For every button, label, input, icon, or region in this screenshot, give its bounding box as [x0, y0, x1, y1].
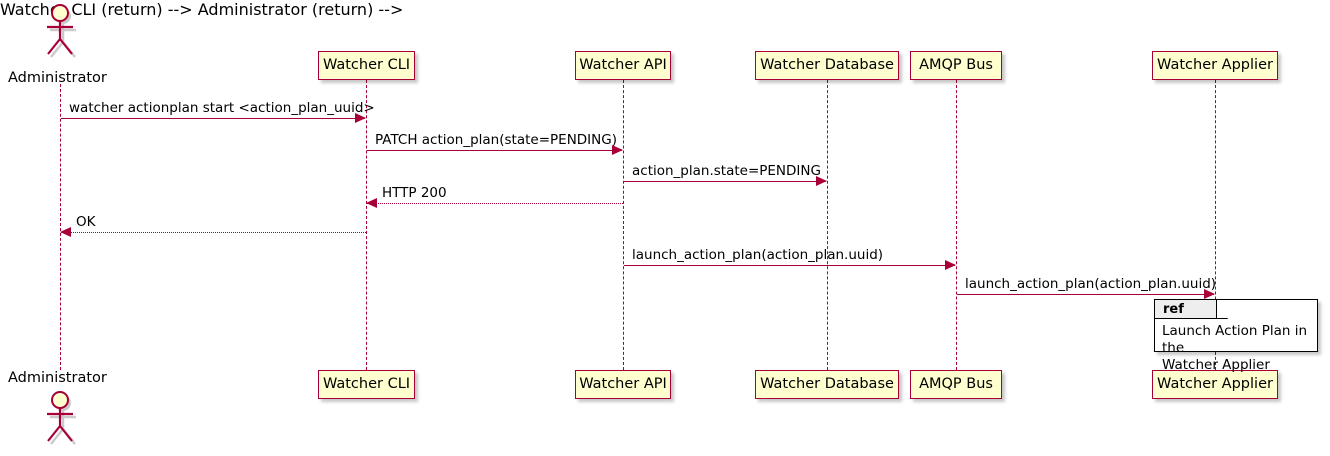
message-action-plan-state-pending[interactable]: action_plan.state=PENDING [624, 164, 827, 186]
participant-label-watcher-applier-top: Watcher Applier [1157, 57, 1273, 74]
lifeline-watcher-applier [1215, 80, 1216, 370]
arrowhead-right-icon [945, 260, 956, 270]
lifeline-amqp-bus [956, 80, 957, 370]
message-line [61, 232, 366, 233]
actor-administrator-top[interactable] [37, 3, 85, 59]
participant-box-amqp-bus-bottom[interactable]: AMQP Bus [910, 370, 1002, 399]
participant-box-watcher-api-bottom[interactable]: Watcher API [575, 370, 671, 399]
ref-fragment-tab: ref [1155, 300, 1217, 319]
participant-label-watcher-cli-bottom: Watcher CLI [322, 376, 411, 393]
participant-box-watcher-applier-top[interactable]: Watcher Applier [1152, 51, 1278, 80]
participant-box-amqp-bus-top[interactable]: AMQP Bus [910, 51, 1002, 80]
message-line [624, 265, 955, 266]
message-label: action_plan.state=PENDING [632, 162, 821, 179]
message-label: OK [76, 213, 96, 230]
message-ok[interactable]: OK [60, 215, 366, 237]
message-label: launch_action_plan(action_plan.uuid) [965, 275, 1217, 292]
lifeline-watcher-cli [366, 80, 367, 370]
participant-label-administrator-bottom: Administrator [8, 370, 107, 386]
participant-label-watcher-api-bottom: Watcher API [579, 376, 667, 393]
participant-label-amqp-bus-bottom: AMQP Bus [919, 376, 993, 393]
arrowhead-right-icon [612, 145, 623, 155]
ref-fragment-tab-label: ref [1163, 301, 1184, 317]
participant-box-watcher-api-top[interactable]: Watcher API [575, 51, 671, 80]
message-patch-action-plan[interactable]: PATCH action_plan(state=PENDING) [367, 133, 623, 155]
arrowhead-left-icon [366, 198, 377, 208]
message-launch-action-plan-to-bus[interactable]: launch_action_plan(action_plan.uuid) [624, 248, 956, 270]
message-label: HTTP 200 [382, 184, 447, 201]
participant-label-administrator-top: Administrator [8, 70, 107, 86]
ref-fragment-box[interactable]: ref Launch Action Plan in the Watcher Ap… [1154, 299, 1318, 373]
participant-label-watcher-database-bottom: Watcher Database [760, 376, 894, 393]
participant-label-watcher-cli-top: Watcher CLI [322, 57, 411, 74]
participant-box-watcher-database-bottom[interactable]: Watcher Database [755, 370, 899, 399]
message-label: watcher actionplan start <action_plan_uu… [69, 99, 375, 116]
message-watcher-actionplan-start[interactable]: watcher actionplan start <action_plan_uu… [61, 101, 375, 123]
ref-fragment-body-text: Launch Action Plan in the Watcher Applie… [1162, 323, 1308, 373]
actor-administrator-bottom[interactable] [37, 390, 85, 446]
participant-label-watcher-api-top: Watcher API [579, 57, 667, 74]
message-line [624, 181, 826, 182]
actor-stick-figure-icon [47, 391, 76, 445]
message-line [367, 203, 623, 204]
participant-box-watcher-applier-bottom[interactable]: Watcher Applier [1152, 370, 1278, 399]
arrowhead-left-icon [60, 227, 71, 237]
lifeline-watcher-database [827, 80, 828, 370]
participant-label-amqp-bus-top: AMQP Bus [919, 57, 993, 74]
participant-label-watcher-database-top: Watcher Database [760, 57, 894, 74]
participant-box-watcher-database-top[interactable]: Watcher Database [755, 51, 899, 80]
participant-box-watcher-cli-top[interactable]: Watcher CLI [318, 51, 415, 80]
message-label: launch_action_plan(action_plan.uuid) [632, 246, 884, 263]
message-line [367, 150, 622, 151]
message-line [61, 118, 365, 119]
participant-label-watcher-applier-bottom: Watcher Applier [1157, 376, 1273, 393]
message-line [957, 294, 1214, 295]
ref-fragment-tab-notch [1217, 300, 1228, 319]
message-http-200[interactable]: HTTP 200 [366, 186, 623, 208]
participant-box-watcher-cli-bottom[interactable]: Watcher CLI [318, 370, 415, 399]
arrowhead-right-icon [1204, 289, 1215, 299]
arrowhead-right-icon [355, 113, 366, 123]
message-launch-action-plan-to-applier[interactable]: launch_action_plan(action_plan.uuid) [957, 277, 1216, 299]
actor-stick-figure-icon [47, 4, 76, 58]
message-label: PATCH action_plan(state=PENDING) [375, 131, 617, 148]
lifeline-watcher-api [623, 80, 624, 370]
arrowhead-right-icon [816, 176, 827, 186]
